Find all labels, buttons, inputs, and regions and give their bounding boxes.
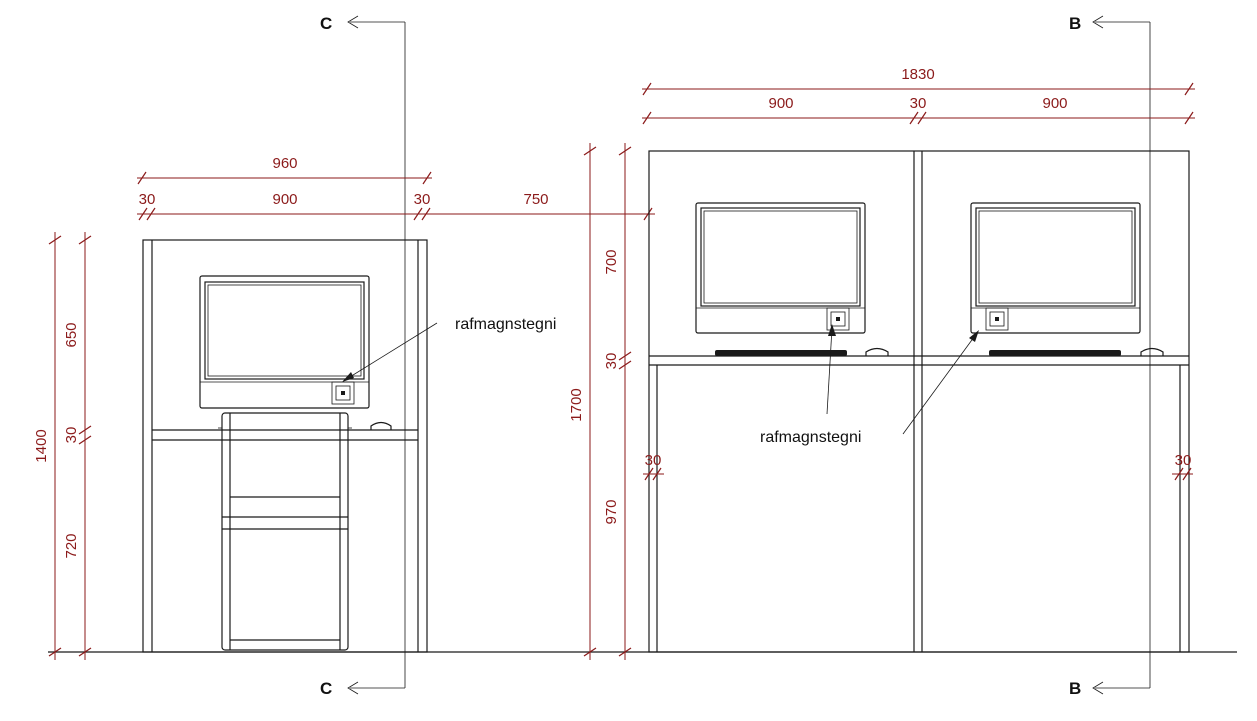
dim-700: 700 <box>603 249 620 274</box>
right-dim-chain: 900 30 900 <box>642 95 1195 125</box>
dim-960: 960 <box>272 155 297 172</box>
dim-750: 750 <box>523 191 548 208</box>
dim-650: 650 <box>63 322 80 347</box>
dim-1400: 1400 <box>33 429 50 462</box>
right-frame <box>648 150 1190 653</box>
dim-720: 720 <box>63 533 80 558</box>
right-mouse-2 <box>1140 347 1164 356</box>
right-annotation: rafmagnstegni <box>760 324 979 446</box>
dim-30-leg-right: 30 <box>1175 452 1192 469</box>
left-frame <box>142 239 428 653</box>
qr-code-icon <box>985 307 1009 331</box>
left-monitor <box>199 275 370 409</box>
dim-900-bay-right: 900 <box>1042 95 1067 112</box>
right-dim-total: 1700 <box>568 143 597 660</box>
left-dim-chain-vertical: 650 30 720 <box>63 232 92 660</box>
right-monitor-2 <box>970 202 1141 334</box>
dim-30-shelf-left: 30 <box>63 427 80 444</box>
dim-30-shelf-right: 30 <box>603 353 620 370</box>
dim-30-right: 30 <box>414 191 431 208</box>
right-mouse-1 <box>865 347 889 356</box>
section-label-c-top: C <box>320 14 332 33</box>
right-dim-chain-vertical: 700 30 970 <box>603 143 632 660</box>
dim-1700: 1700 <box>568 388 585 421</box>
right-dim-leg-left: 30 <box>643 452 664 481</box>
qr-code-icon <box>331 381 355 405</box>
dim-900-bay-left: 900 <box>768 95 793 112</box>
dim-30-leg-left: 30 <box>645 452 662 469</box>
section-label-b-bottom: B <box>1069 679 1081 698</box>
annotation-left-label: rafmagnstegni <box>455 316 556 333</box>
left-chair <box>218 412 352 651</box>
qr-code-icon <box>826 307 850 331</box>
annotation-right-label: rafmagnstegni <box>760 429 861 446</box>
left-dim-overall: 960 <box>137 155 432 185</box>
section-label-c-bottom: C <box>320 679 332 698</box>
dim-900-left: 900 <box>272 191 297 208</box>
right-keyboard-2 <box>989 350 1121 356</box>
section-line-c: C C <box>320 14 406 698</box>
section-line-b: B B <box>1069 14 1151 698</box>
left-dim-total: 1400 <box>33 232 62 660</box>
dim-30-left: 30 <box>139 191 156 208</box>
right-dim-overall: 1830 <box>642 66 1195 96</box>
section-label-b-top: B <box>1069 14 1081 33</box>
dim-1830: 1830 <box>901 66 934 83</box>
left-dim-chain: 30 900 30 750 <box>137 191 655 221</box>
right-dim-leg-right: 30 <box>1172 452 1193 481</box>
right-monitor-1 <box>695 202 866 334</box>
dim-970: 970 <box>603 499 620 524</box>
right-keyboard-1 <box>715 350 847 356</box>
dim-30-mid: 30 <box>910 95 927 112</box>
left-annotation: rafmagnstegni <box>342 316 556 382</box>
left-mouse <box>370 421 392 430</box>
